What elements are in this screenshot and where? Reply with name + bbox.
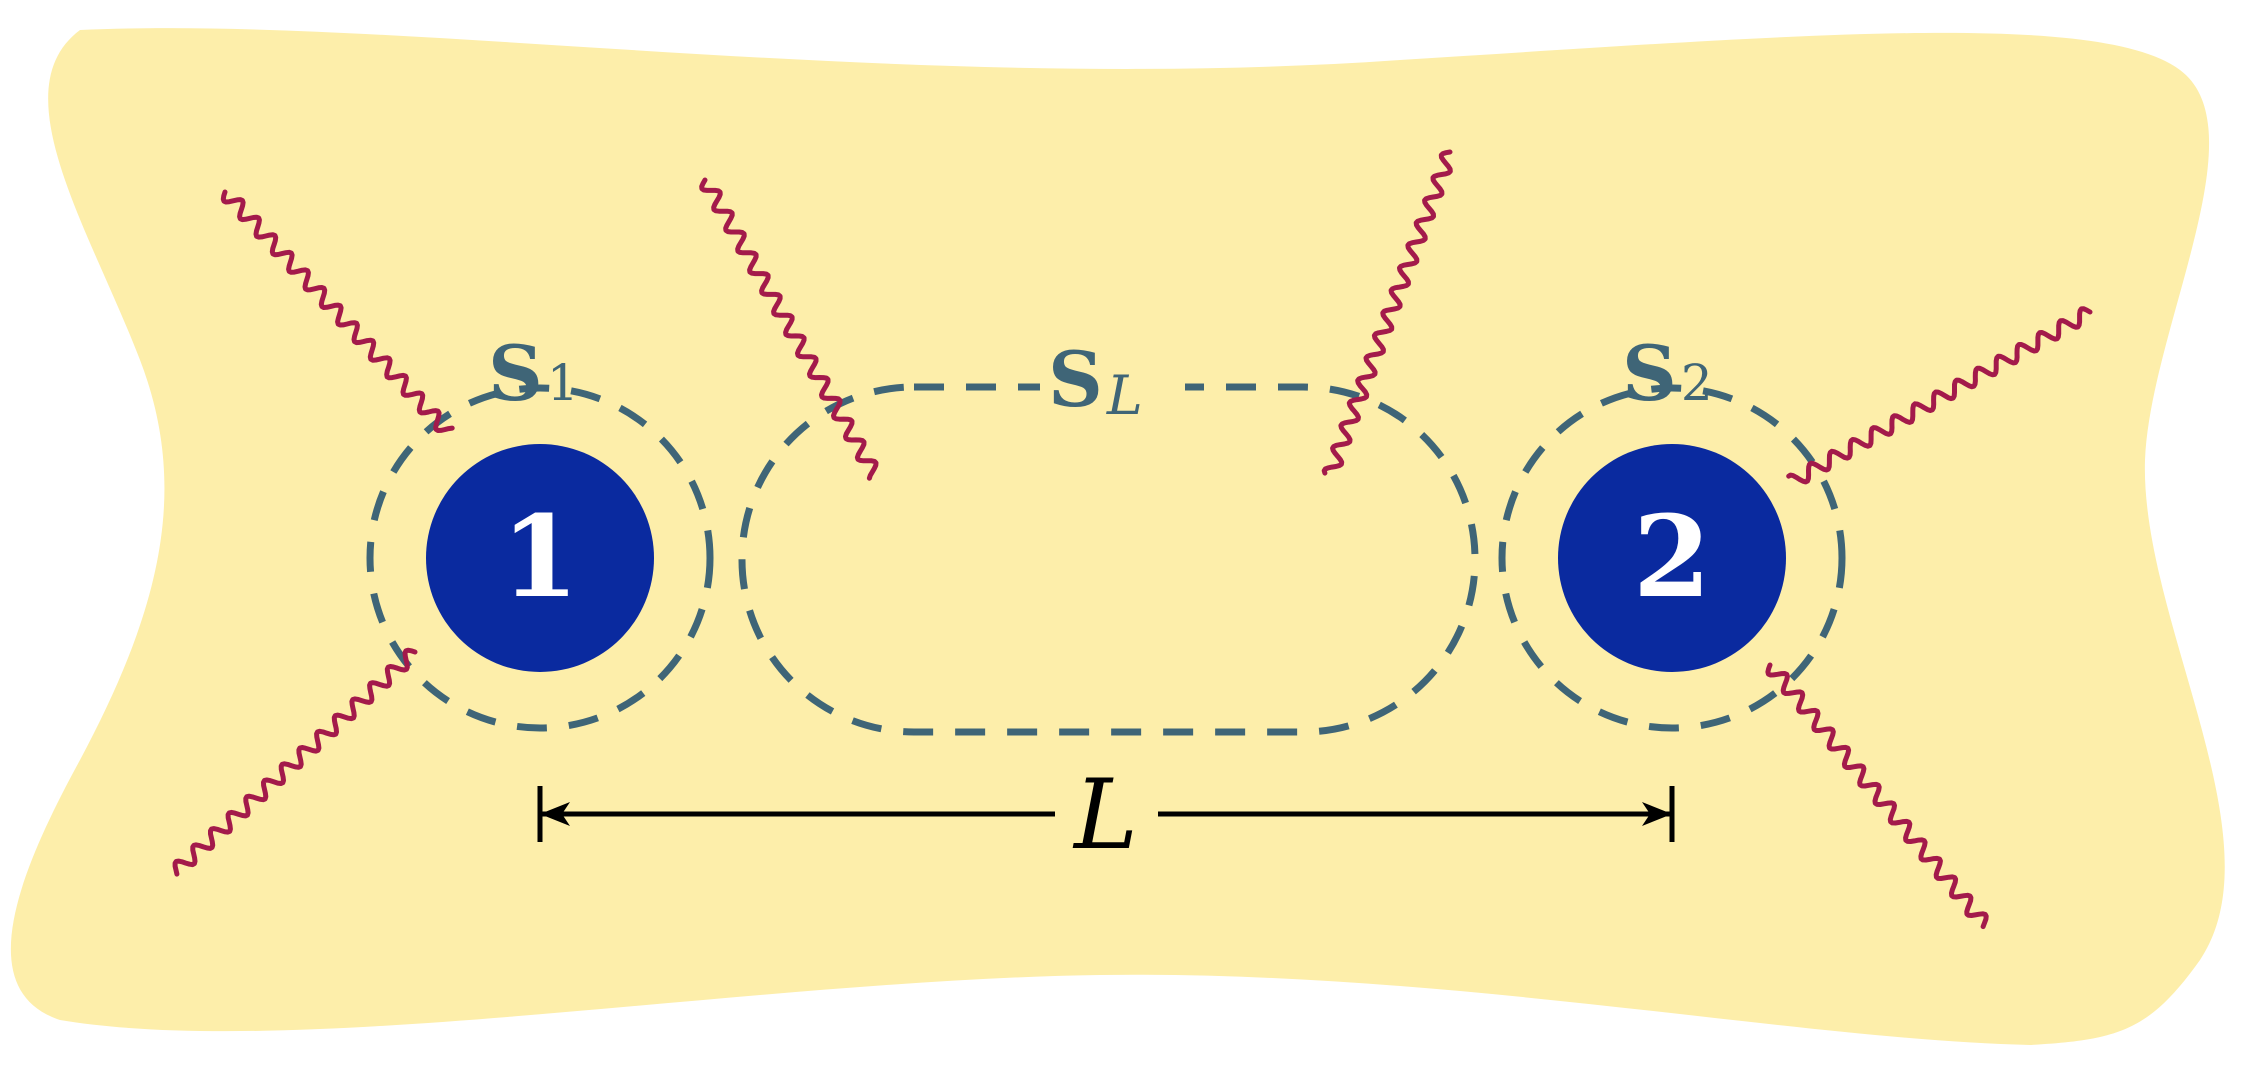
photon-1 [220, 189, 455, 433]
surfaces [366, 383, 1846, 736]
surface-s2-main: S [1622, 329, 1677, 418]
surface-sl-sub: L [1106, 364, 1143, 427]
particle-1-label: 1 [501, 492, 579, 623]
particle-2 [1558, 444, 1786, 672]
medium-background [10, 28, 2225, 1046]
photon-lines [172, 149, 2093, 930]
distance-label: L [1072, 759, 1138, 871]
surface-labels: S1 SL S2 [488, 329, 1713, 427]
particles: 1 2 [426, 444, 1786, 672]
photon-6 [172, 647, 418, 877]
surface-s1 [366, 384, 714, 732]
surface-s2 [1498, 384, 1846, 732]
photon-5 [1765, 662, 1989, 930]
surface-s2-label: S2 [1622, 329, 1713, 418]
photon-3 [1321, 149, 1453, 476]
surface-s2-sub: 2 [1681, 354, 1713, 412]
surface-sl-main: S [1048, 335, 1103, 424]
photon-2 [699, 177, 879, 481]
particle-1 [426, 444, 654, 672]
surface-sl-label-gap [1040, 372, 1185, 402]
surface-s1-label: S1 [488, 329, 579, 418]
surface-sl [738, 383, 1479, 736]
particle-2-label: 2 [1633, 492, 1711, 623]
surface-sl-label: SL [1048, 335, 1143, 427]
photon-4 [1786, 306, 2093, 485]
surface-s1-main: S [488, 329, 543, 418]
surface-s1-sub: 1 [547, 354, 579, 412]
distance-indicator: L [537, 759, 1675, 871]
